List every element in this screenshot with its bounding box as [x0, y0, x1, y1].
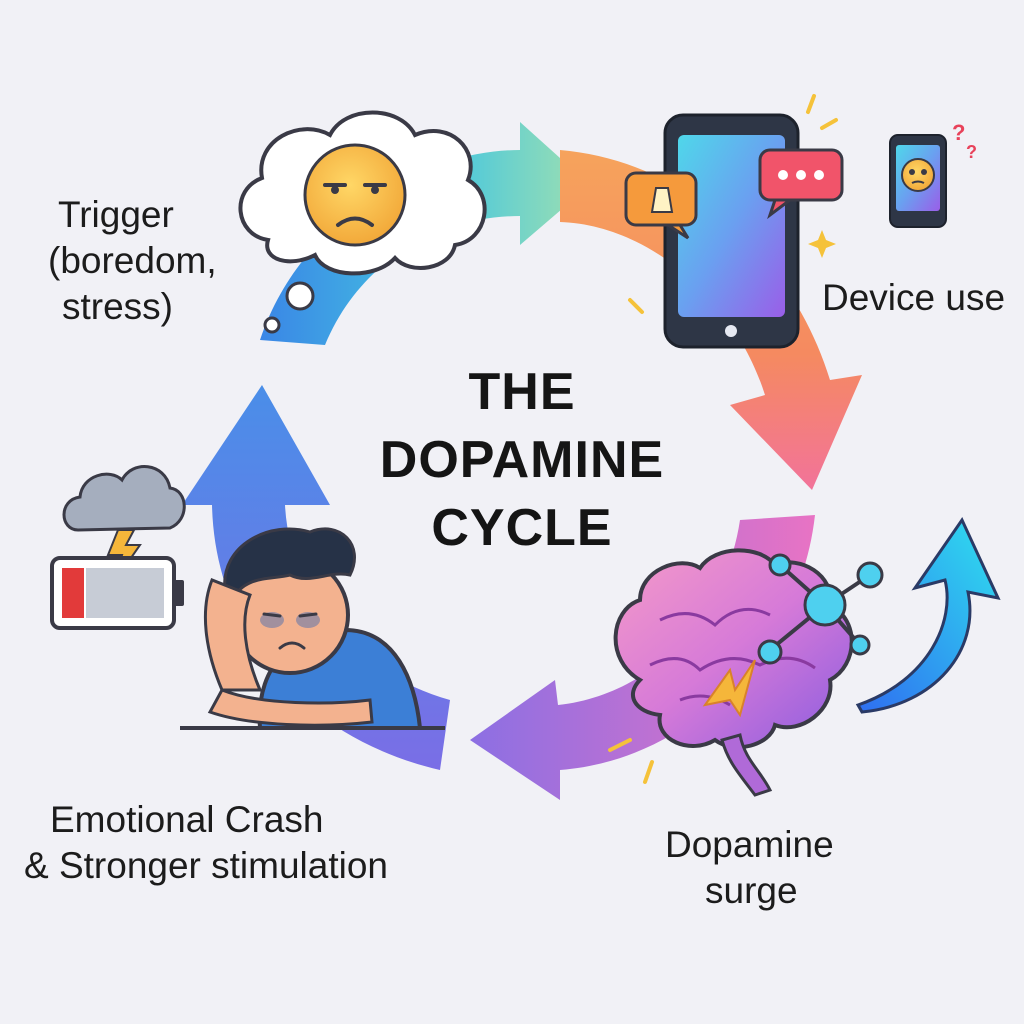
rising-arrow-icon [855, 516, 1001, 714]
surge-label-line-2: surge [705, 870, 798, 911]
stage-label-emotional-crash: Emotional Crash & Stronger stimulation [24, 797, 388, 889]
title-line-3: CYCLE [431, 499, 613, 557]
crash-label-line-1: Emotional Crash [50, 799, 324, 840]
trigger-label-line-3: stress) [62, 286, 173, 327]
sad-person-low-battery-icon [50, 465, 445, 730]
trigger-label-line-2: (boredom, [48, 240, 217, 281]
diagram-title: THE DOPAMINE CYCLE [322, 358, 722, 562]
device-use-label-line-1: Device use [822, 277, 1006, 318]
svg-text:?: ? [952, 120, 965, 145]
sad-person-icon [180, 527, 445, 730]
cycle-arrow-device-to-surge [560, 150, 862, 490]
svg-text:?: ? [966, 142, 977, 162]
low-battery-icon [50, 556, 184, 630]
dopamine-molecule-icon [757, 553, 884, 665]
confused-phone-icon: ? ? [889, 120, 977, 228]
title-line-1: THE [468, 363, 576, 421]
bell-notification-icon [624, 171, 698, 240]
title-line-2: DOPAMINE [379, 431, 665, 489]
crash-label-line-2: & Stronger stimulation [24, 845, 389, 886]
surge-label-line-1: Dopamine [665, 824, 834, 865]
stage-label-trigger: Trigger (boredom, stress) [48, 192, 217, 330]
brain-molecule-icon [608, 548, 884, 797]
trigger-label-line-1: Trigger [58, 194, 174, 235]
stage-label-dopamine-surge: Dopamine surge [665, 822, 834, 914]
stage-label-device-use: Device use [822, 275, 1005, 321]
smartphone-notifications-icon: ? ? [624, 94, 977, 349]
sad-face-thought-bubble-icon [238, 110, 487, 334]
chat-message-icon [758, 148, 844, 220]
